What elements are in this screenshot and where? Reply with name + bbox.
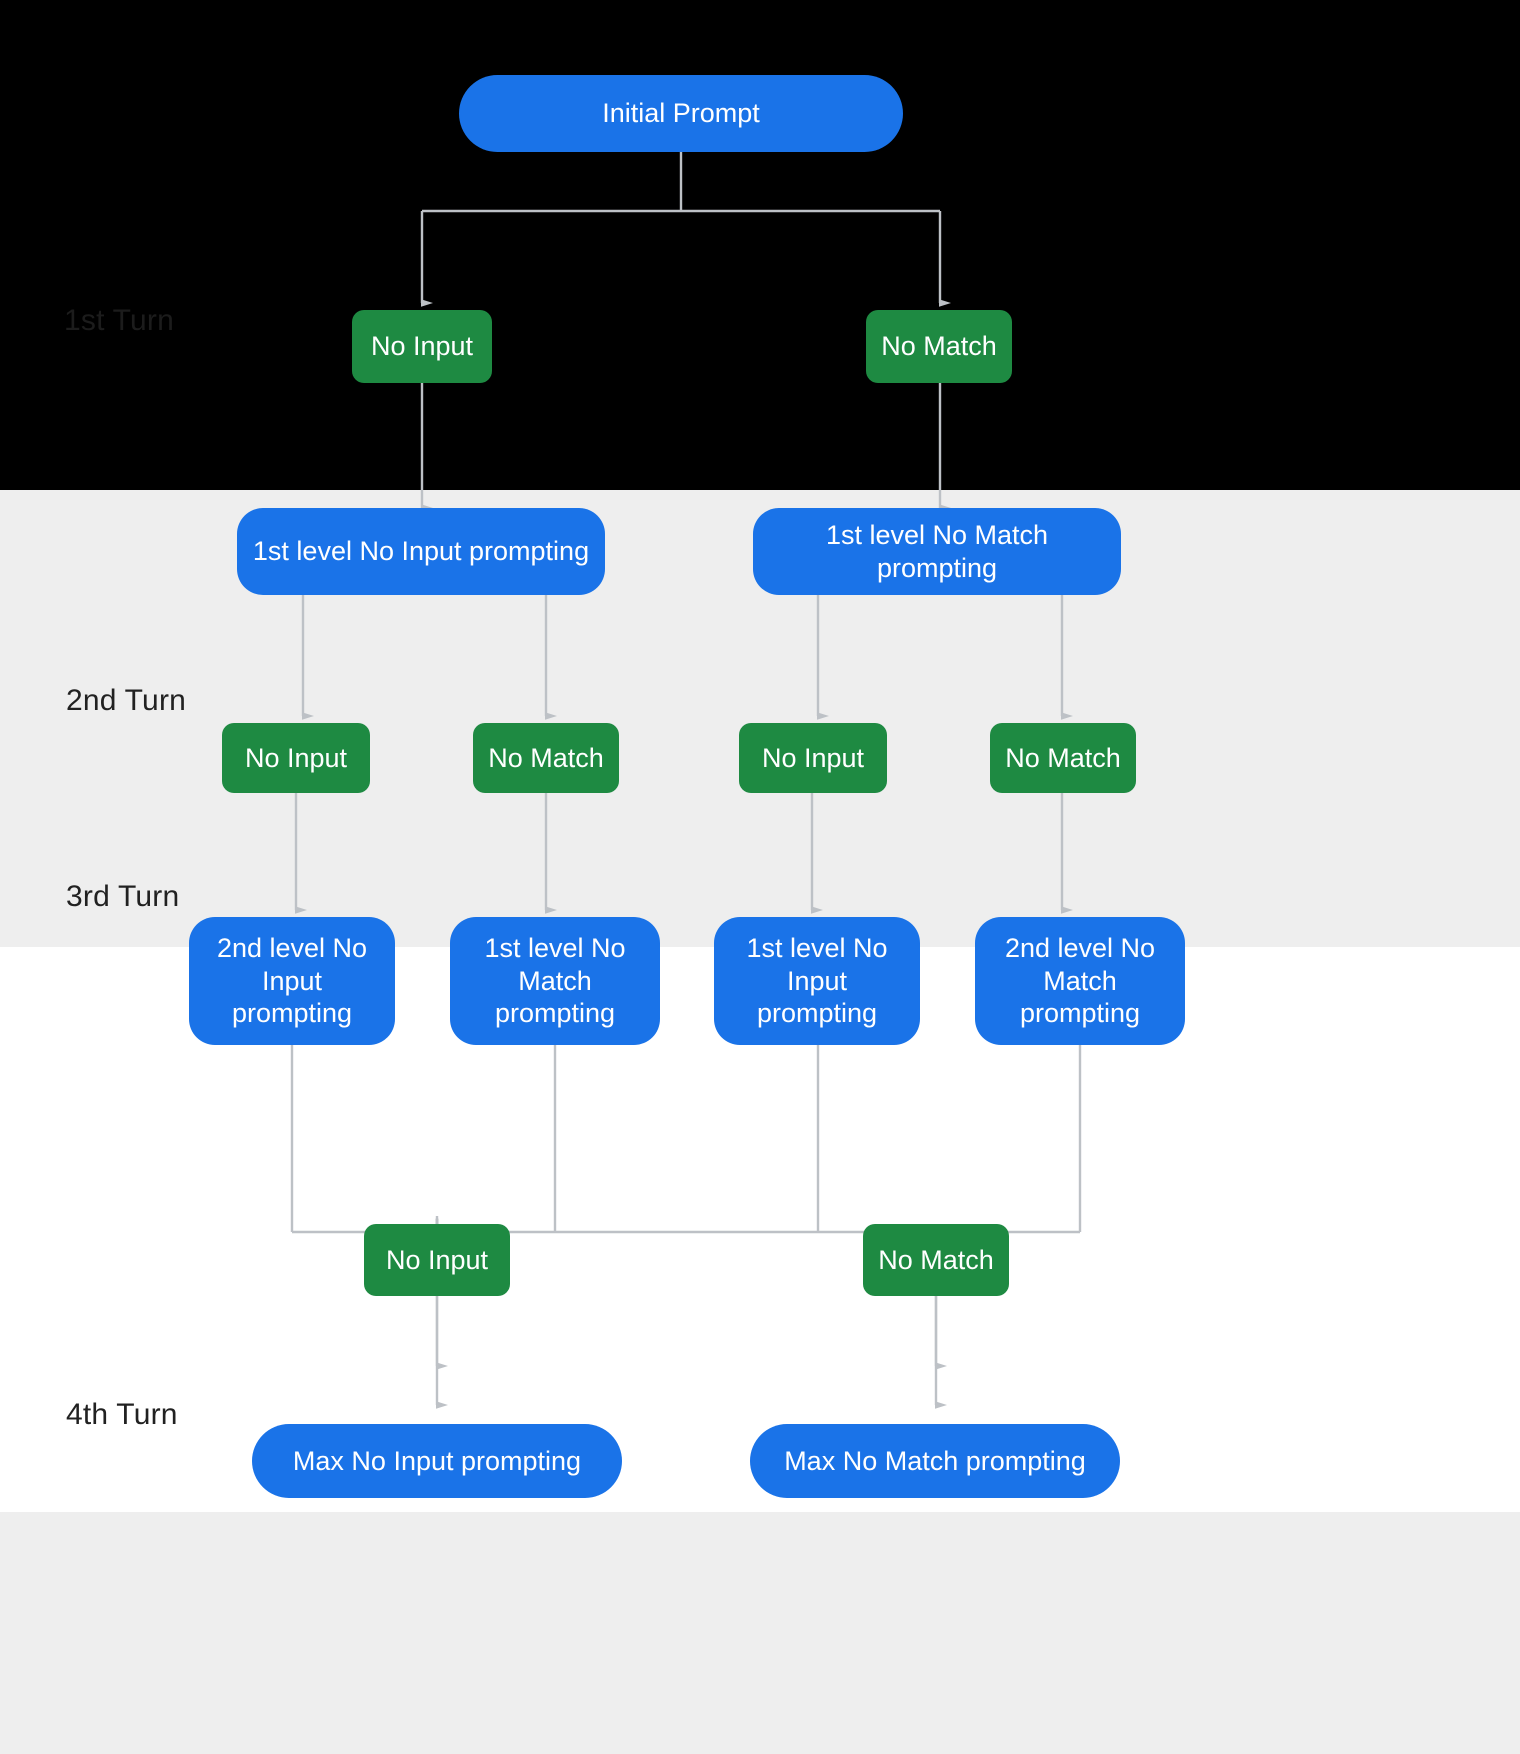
- node-initial-prompt[interactable]: Initial Prompt: [459, 75, 903, 152]
- node-t3-no-input[interactable]: No Input: [364, 1224, 510, 1296]
- turn-label-3rd: 3rd Turn: [66, 880, 180, 913]
- node-t2-1st-level-no-input[interactable]: 1st level No Input prompting: [237, 508, 605, 595]
- node-t2-no-input-a[interactable]: No Input: [222, 723, 370, 793]
- node-t2-1st-level-no-match[interactable]: 1st level No Match prompting: [753, 508, 1121, 595]
- turn-label-4th: 4th Turn: [66, 1398, 178, 1431]
- node-t3-2nd-level-no-input[interactable]: 2nd level No Input prompting: [189, 917, 395, 1045]
- node-t3-1st-level-no-input[interactable]: 1st level No Input prompting: [714, 917, 920, 1045]
- band-4th-turn: [0, 1512, 1520, 1754]
- node-t2-no-input-b[interactable]: No Input: [739, 723, 887, 793]
- turn-label-2nd: 2nd Turn: [66, 684, 187, 717]
- turn-label-1st: 1st Turn: [64, 304, 174, 337]
- node-t1-no-match[interactable]: No Match: [866, 310, 1012, 383]
- node-t2-no-match-a[interactable]: No Match: [473, 723, 619, 793]
- node-t4-max-no-match[interactable]: Max No Match prompting: [750, 1424, 1120, 1498]
- band-1st-turn: [0, 0, 1520, 490]
- node-t3-1st-level-no-match[interactable]: 1st level No Match prompting: [450, 917, 660, 1045]
- node-t3-2nd-level-no-match[interactable]: 2nd level No Match prompting: [975, 917, 1185, 1045]
- node-t2-no-match-b[interactable]: No Match: [990, 723, 1136, 793]
- node-t4-max-no-input[interactable]: Max No Input prompting: [252, 1424, 622, 1498]
- node-t1-no-input[interactable]: No Input: [352, 310, 492, 383]
- node-t3-no-match[interactable]: No Match: [863, 1224, 1009, 1296]
